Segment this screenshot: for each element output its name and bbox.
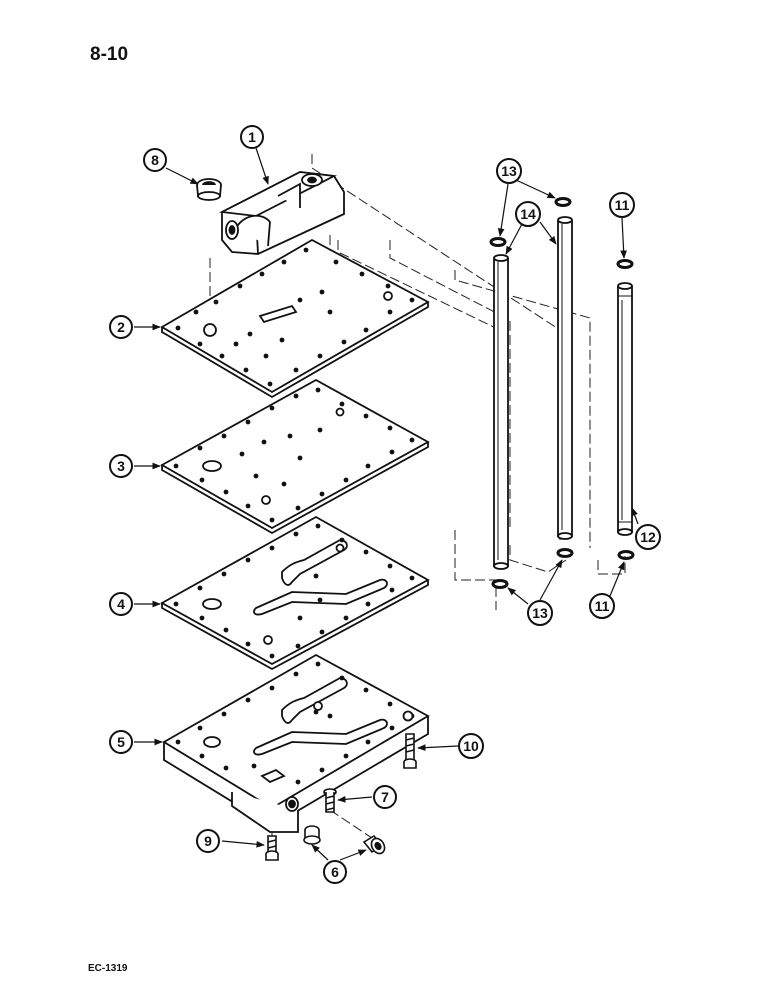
svg-text:6: 6 (331, 864, 339, 880)
svg-text:12: 12 (640, 529, 656, 545)
callout-4: 4 (109, 592, 133, 616)
callout-8: 8 (143, 148, 167, 172)
svg-text:13: 13 (532, 605, 548, 621)
bolt-9-part (265, 835, 279, 861)
o-ring-bottom-left (491, 579, 509, 589)
callout-13-top: 13 (496, 158, 522, 184)
svg-text:8: 8 (151, 152, 159, 168)
tube-middle-part (557, 216, 573, 540)
callout-13-bottom: 13 (527, 600, 553, 626)
callout-9: 9 (196, 829, 220, 853)
svg-text:3: 3 (117, 458, 125, 474)
plug-part (196, 178, 222, 201)
o-ring-bottom-middle (556, 548, 574, 558)
base-plate-part (162, 653, 430, 833)
valve-body-part (218, 171, 345, 255)
svg-text:11: 11 (615, 197, 630, 213)
gasket-plate-part (160, 378, 430, 535)
svg-text:10: 10 (463, 738, 479, 754)
callout-12: 12 (635, 524, 661, 550)
o-ring-bottom-right (617, 550, 635, 560)
top-plate-part (160, 238, 430, 399)
callout-2: 2 (109, 315, 133, 339)
svg-text:11: 11 (595, 598, 610, 614)
callout-1: 1 (240, 125, 264, 149)
tube-left-part (493, 254, 509, 570)
svg-text:1: 1 (248, 129, 256, 145)
plug-6b-part (362, 834, 386, 855)
o-ring-top-middle (554, 197, 572, 207)
callout-7: 7 (373, 785, 397, 809)
callout-14: 14 (515, 201, 541, 227)
svg-text:13: 13 (501, 163, 517, 179)
separator-plate-part (160, 515, 430, 671)
leader-lines (134, 147, 639, 861)
callouts: 1 8 2 3 4 5 10 7 (109, 125, 661, 884)
callout-6: 6 (323, 860, 347, 884)
svg-text:14: 14 (520, 206, 536, 222)
page-number: 8-10 (90, 44, 129, 65)
tube-right-part (617, 282, 633, 536)
o-ring-top-left (489, 237, 507, 247)
plug-6a-part (303, 825, 321, 845)
bolt-7-part (323, 788, 337, 813)
callout-5: 5 (109, 730, 133, 754)
o-rings (489, 197, 635, 589)
callout-11-bottom: 11 (589, 593, 615, 619)
callout-10: 10 (458, 733, 484, 759)
svg-text:2: 2 (117, 319, 125, 335)
svg-text:7: 7 (381, 789, 389, 805)
bolt-10-part (403, 733, 417, 769)
callout-3: 3 (109, 454, 133, 478)
document-code: EC-1319 (88, 963, 128, 974)
o-ring-top-right (616, 259, 634, 269)
svg-text:5: 5 (117, 734, 125, 750)
svg-text:4: 4 (117, 596, 125, 612)
svg-text:9: 9 (204, 833, 212, 849)
callout-11-top: 11 (609, 192, 635, 218)
